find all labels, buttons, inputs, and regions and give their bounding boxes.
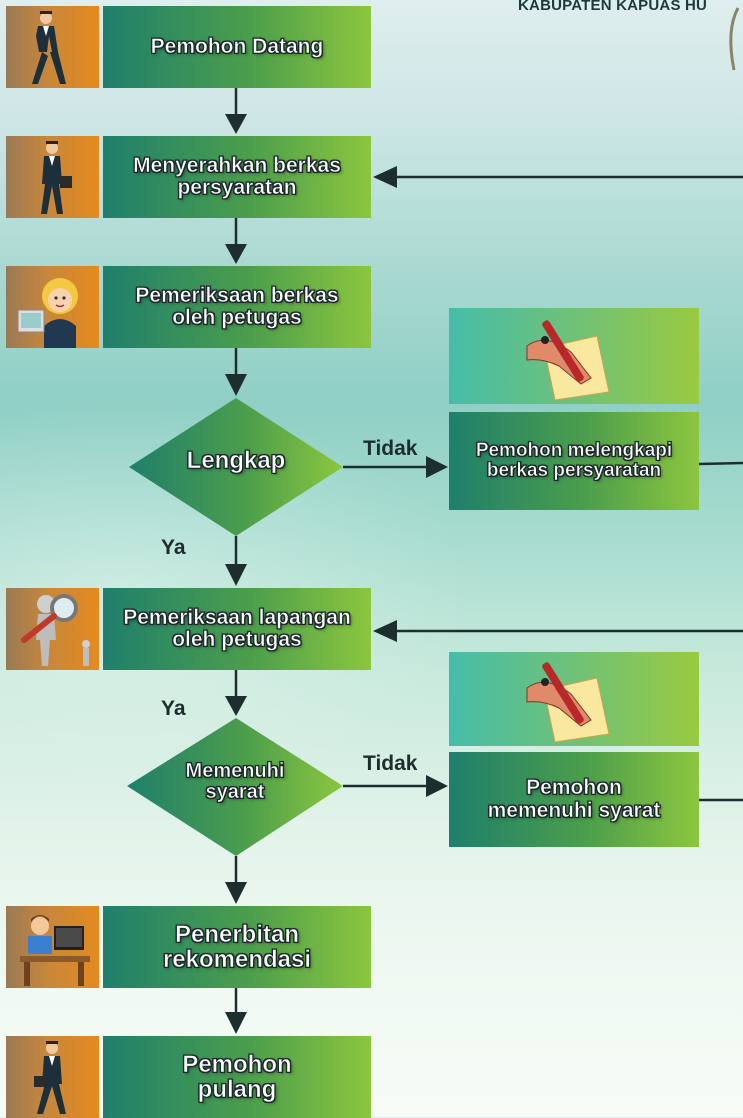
decision-label-lengkap: Lengkap: [186, 447, 286, 474]
no-label: Tidak: [363, 752, 418, 775]
arrow-down: [225, 696, 247, 716]
step-label: Pemeriksaan lapangan oleh petugas: [123, 605, 351, 651]
hand-writing-pen-icon: [449, 308, 699, 404]
side-step-label: Pemohon memenuhi syarat: [487, 776, 661, 822]
side-step-label: Pemohon melengkapi berkas persyaratan: [475, 440, 673, 481]
header-title: KABUPATEN KAPUAS HU: [518, 0, 708, 14]
no-label: Tidak: [363, 437, 418, 460]
arrow-right: [426, 456, 448, 478]
arrow-down: [225, 564, 247, 586]
decision-diamond-lengkap: [129, 398, 343, 536]
businessman-briefcase-icon: [6, 136, 99, 218]
step-pemohon-datang: Pemohon Datang: [103, 6, 371, 88]
arrow-down: [225, 1012, 247, 1034]
step-pemohon-pulang: Pemohon pulang: [103, 1036, 371, 1118]
step-menyerahkan-berkas: Menyerahkan berkas persyaratan: [103, 136, 371, 218]
side-step-melengkapi-berkas: Pemohon melengkapi berkas persyaratan: [449, 412, 699, 510]
step-label: Penerbitan rekomendasi: [162, 920, 312, 973]
step-pemeriksaan-berkas: Pemeriksaan berkas oleh petugas: [103, 266, 371, 348]
step-penerbitan-rekomendasi: Penerbitan rekomendasi: [103, 906, 371, 988]
hand-writing-pen-icon: [449, 652, 699, 746]
side-step-memenuhi-syarat: Pemohon memenuhi syarat: [449, 752, 699, 847]
arrow-left: [373, 166, 397, 188]
step-label: Pemeriksaan berkas oleh petugas: [135, 283, 339, 329]
arrow-down: [225, 244, 247, 264]
arrow-down: [225, 882, 247, 904]
customer-service-agent-icon: [6, 266, 99, 348]
decision-label-memenuhi: Memenuhi syarat: [185, 760, 285, 803]
walking-man-icon: [6, 6, 99, 88]
arrow-left: [373, 620, 397, 642]
arrow-down: [225, 374, 247, 396]
magnifying-glass-inspector-icon: [6, 588, 99, 670]
arrow-right: [426, 775, 448, 797]
step-pemeriksaan-lapangan: Pemeriksaan lapangan oleh petugas: [103, 588, 371, 670]
yes-label: Ya: [161, 697, 186, 720]
step-label: Pemohon pulang: [182, 1050, 292, 1103]
step-label: Pemohon Datang: [150, 34, 324, 58]
decision-diamond-memenuhi: [127, 718, 343, 856]
office-worker-computer-icon: [6, 906, 99, 988]
businessman-walking-icon: [6, 1036, 99, 1118]
arrow-down: [225, 114, 247, 134]
step-label: Menyerahkan berkas persyaratan: [133, 153, 341, 199]
yes-label: Ya: [161, 536, 186, 559]
